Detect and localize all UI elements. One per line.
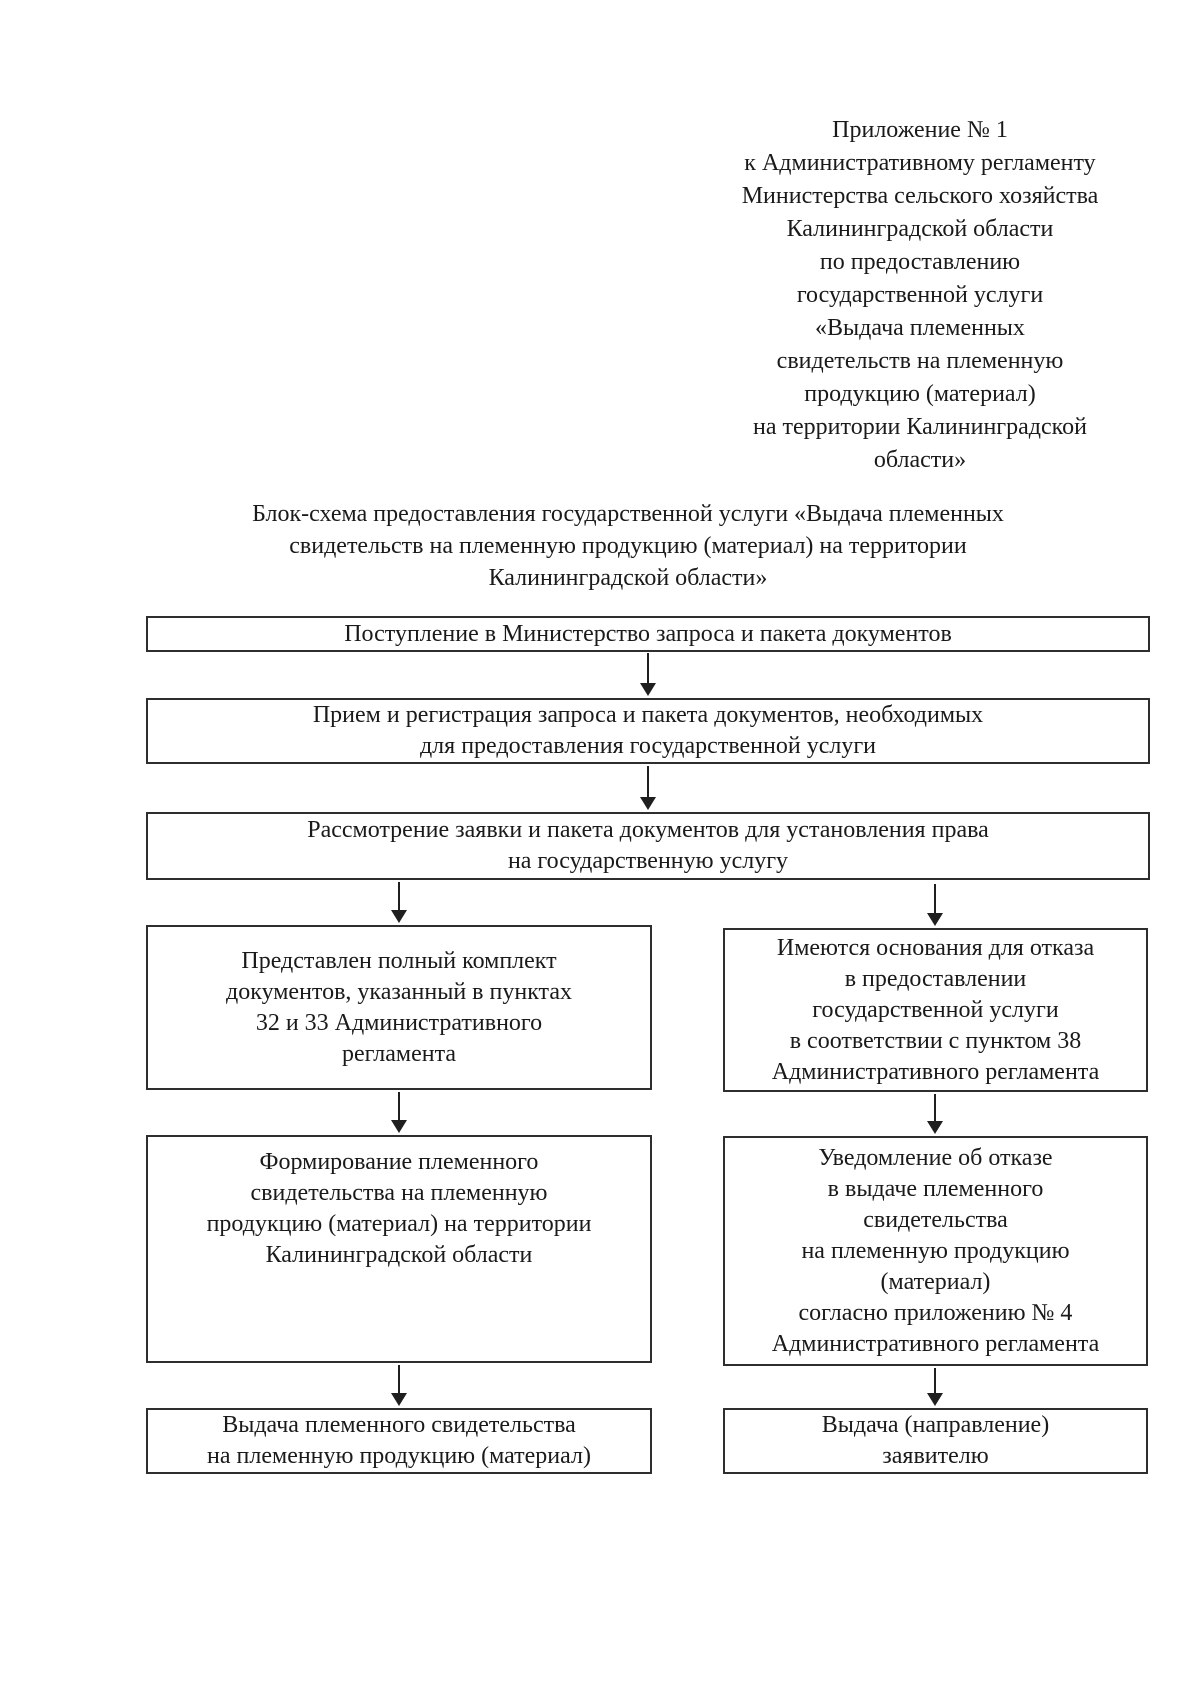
arrow-down-icon (640, 653, 656, 696)
arrow-head (391, 1120, 407, 1133)
arrow-down-icon (391, 882, 407, 923)
arrow-down-icon (640, 766, 656, 810)
arrow-head (927, 1393, 943, 1406)
arrow-head (640, 797, 656, 810)
branch-complete-docs-box: Представлен полный комплект документов, … (146, 925, 652, 1090)
step-receipt-box: Поступление в Министерство запроса и пак… (146, 616, 1150, 652)
arrow-head (391, 1393, 407, 1406)
step-issue-certificate-box: Выдача племенного свидетельства на племе… (146, 1408, 652, 1474)
diagram-title: Блок-схема предоставления государственно… (252, 501, 1004, 591)
step-issue-to-applicant-box: Выдача (направление) заявителю (723, 1408, 1148, 1474)
arrow-shaft (398, 1092, 400, 1120)
arrow-down-icon (927, 884, 943, 926)
arrow-down-icon (927, 1094, 943, 1134)
annex-header: Приложение № 1 к Административному регла… (741, 117, 1099, 473)
arrow-shaft (934, 1094, 936, 1121)
arrow-down-icon (927, 1368, 943, 1406)
arrow-shaft (398, 882, 400, 910)
arrow-shaft (934, 884, 936, 913)
arrow-head (927, 913, 943, 926)
step-refusal-notice-box: Уведомление об отказе в выдаче племенног… (723, 1136, 1148, 1366)
arrow-down-icon (391, 1365, 407, 1406)
step-registration-box: Прием и регистрация запроса и пакета док… (146, 698, 1150, 764)
arrow-shaft (398, 1365, 400, 1393)
arrow-shaft (647, 766, 649, 797)
arrow-head (640, 683, 656, 696)
arrow-shaft (934, 1368, 936, 1393)
arrow-shaft (647, 653, 649, 683)
step-review-box: Рассмотрение заявки и пакета документов … (146, 812, 1150, 880)
branch-refusal-grounds-box: Имеются основания для отказа в предостав… (723, 928, 1148, 1092)
arrow-head (927, 1121, 943, 1134)
step-form-certificate-box: Формирование племенного свидетельства на… (146, 1135, 652, 1363)
arrow-down-icon (391, 1092, 407, 1133)
arrow-head (391, 910, 407, 923)
